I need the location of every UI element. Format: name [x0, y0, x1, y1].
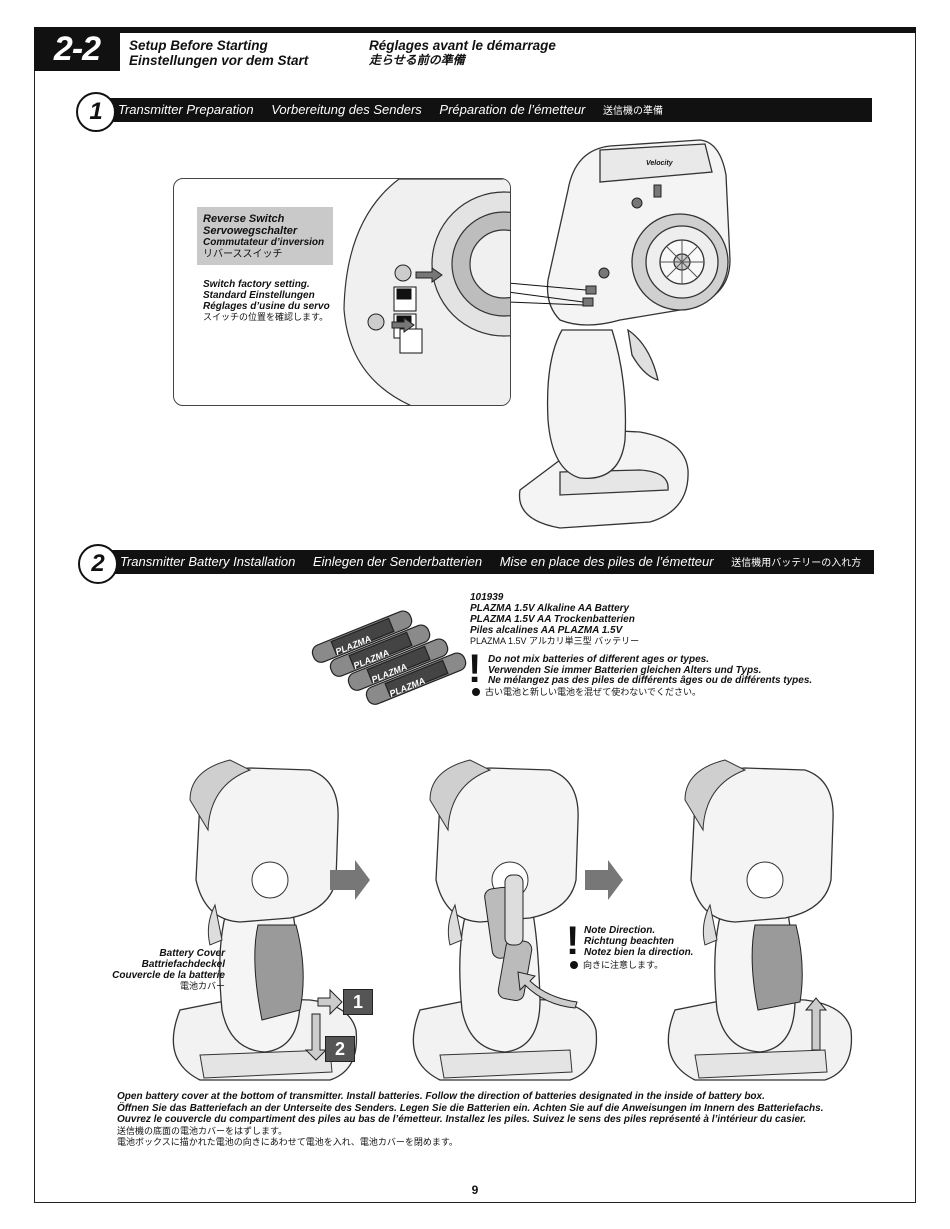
- factory-setting-labels: Switch factory setting. Standard Einstel…: [203, 279, 330, 323]
- instructions-jp1: 送信機の底面の電池カバーをはずします。: [117, 1125, 288, 1136]
- cover-de: Battriefachdeckel: [141, 959, 225, 970]
- battery-jp: PLAZMA 1.5V アルカリ単三型 バッテリー: [470, 636, 640, 646]
- title-fr: Réglages avant le démarrage: [369, 38, 556, 53]
- battery-fr: Piles alcalines AA PLAZMA 1.5V: [470, 625, 623, 636]
- warning-en: Do not mix batteries of different ages o…: [488, 654, 709, 665]
- step1-number: 1: [76, 92, 116, 132]
- reverse-switch-labels: Reverse Switch Servowegschalter Commutat…: [203, 213, 324, 261]
- cover-en: Battery Cover: [159, 948, 225, 959]
- warning-fr: Ne mélangez pas des piles de différents …: [488, 675, 813, 686]
- section-number: 2-2: [34, 27, 120, 71]
- bullet-icon: [570, 961, 578, 969]
- transmitter-illustration: [507, 139, 731, 529]
- instructions-de: Öffnen Sie das Batteriefach an der Unter…: [117, 1102, 824, 1114]
- warning-jp: 古い電池と新しい電池を混ぜて使わないでください。: [485, 687, 702, 697]
- battery-en: PLAZMA 1.5V Alkaline AA Battery: [470, 603, 630, 614]
- instructions-jp2: 電池ボックスに描かれた電池の向きにあわせて電池を入れ、電池カバーを閉めます。: [117, 1137, 458, 1147]
- note-direction-labels: Note Direction. Richtung beachten Notez …: [584, 925, 693, 958]
- instructions-en: Open battery cover at the bottom of tran…: [117, 1091, 765, 1102]
- step1-title-fr: Préparation de l’émetteur: [439, 102, 586, 117]
- title-de: Einstellungen vor dem Start: [129, 53, 309, 68]
- bullet-icon: [472, 688, 480, 696]
- reverse-switch-en: Reverse Switch: [203, 213, 285, 225]
- top-rule: [34, 27, 916, 33]
- instructions-fr: Ouvrez le couvercle du compartiment des …: [117, 1114, 807, 1125]
- note-jp: 向きに注意します。: [583, 960, 664, 970]
- page-number: 9: [471, 1183, 479, 1197]
- step-label-2: 2: [325, 1036, 355, 1062]
- step1-title-de: Vorbereitung des Senders: [271, 102, 422, 117]
- factory-setting-jp: スイッチの位置を確認します。: [203, 312, 329, 322]
- step2-band: Transmitter Battery Installation Einlege…: [108, 550, 874, 574]
- step2-title-de: Einlegen der Senderbatterien: [312, 554, 483, 569]
- battery-cover-labels: Battery Cover Battriefachdeckel Couvercl…: [104, 948, 225, 992]
- cover-fr: Couvercle de la batterie: [112, 970, 225, 981]
- note-de: Richtung beachten: [584, 936, 675, 947]
- step2-title-fr: Mise en place des piles de l’émetteur: [499, 554, 714, 569]
- header-titles-right: Réglages avant le démarrage 走らせる前の準備: [369, 38, 556, 68]
- title-jp: 走らせる前の準備: [369, 53, 465, 67]
- factory-setting-fr: Réglages d’usine du servo: [203, 301, 330, 312]
- note-jp-line: 向きに注意します。: [570, 960, 663, 971]
- warning-jp-line: 古い電池と新しい電池を混ぜて使わないでください。: [472, 687, 701, 698]
- battery-warning: Do not mix batteries of different ages o…: [488, 654, 813, 687]
- transmitter-logo: Velocity: [646, 160, 673, 167]
- note-exclamation-icon: !: [566, 919, 580, 963]
- note-en: Note Direction.: [584, 925, 656, 936]
- reverse-switch-de: Servowegschalter: [203, 225, 298, 237]
- factory-setting-en: Switch factory setting.: [203, 279, 310, 290]
- warning-de: Verwenden Sie immer Batterien gleichen A…: [488, 664, 762, 676]
- note-fr: Notez bien la direction.: [584, 947, 694, 958]
- factory-setting-de: Standard Einstellungen: [203, 290, 315, 301]
- warning-exclamation-icon: !: [468, 647, 482, 691]
- step2-title-en: Transmitter Battery Installation: [120, 554, 296, 569]
- header-titles-left: Setup Before Starting Einstellungen vor …: [129, 38, 308, 68]
- reverse-switch-jp: リバーススイッチ: [203, 249, 283, 260]
- step1-title-en: Transmitter Preparation: [118, 102, 254, 117]
- step1-title-jp: 送信機の準備: [603, 106, 664, 117]
- batteries-illustration: PLAZMA PLAZMA PLAZMA PLAZMA: [311, 610, 467, 705]
- callout-zoom-illustration: [343, 179, 510, 405]
- instructions: Open battery cover at the bottom of tran…: [117, 1091, 877, 1149]
- reverse-switch-fr: Commutateur d’inversion: [203, 237, 325, 248]
- battery-installation-illustration: [172, 759, 853, 1081]
- step-label-1: 1: [343, 989, 373, 1015]
- step1-band: Transmitter Preparation Vorbereitung des…: [108, 98, 872, 122]
- cover-jp: 電池カバー: [179, 981, 225, 991]
- reverse-switch-label-box: [197, 207, 333, 265]
- step2-number: 2: [78, 544, 118, 584]
- step2-title-jp: 送信機用バッテリーの入れ方: [731, 558, 862, 569]
- battery-de: PLAZMA 1.5V AA Trockenbatterien: [470, 614, 635, 625]
- title-en: Setup Before Starting: [129, 38, 268, 53]
- battery-part-number: 101939: [470, 592, 504, 603]
- battery-info: 101939 PLAZMA 1.5V Alkaline AA Battery P…: [470, 592, 639, 647]
